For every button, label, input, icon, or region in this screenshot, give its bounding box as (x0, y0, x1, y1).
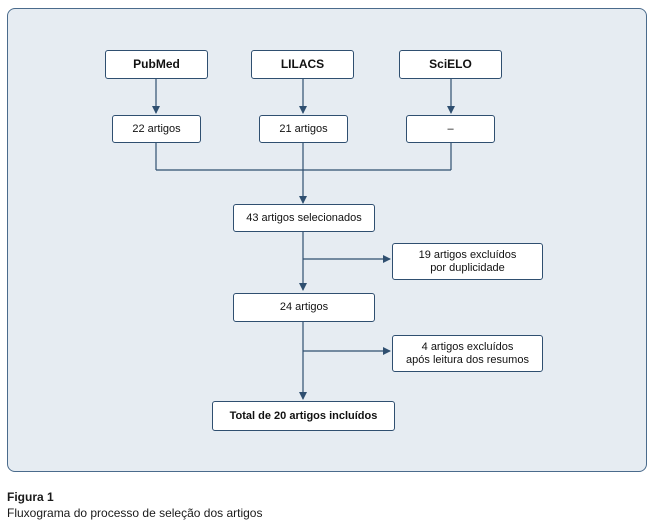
after-duplicates-box: 24 artigos (233, 293, 375, 322)
source-pubmed: PubMed (105, 50, 208, 79)
selected-box: 43 artigos selecionados (233, 204, 375, 232)
excluded-abstracts-line-1: 4 artigos excluídos (421, 340, 514, 353)
excluded-duplicates-line-1: 19 artigos excluídos (418, 248, 517, 261)
figure-description: Fluxograma do processo de seleção dos ar… (7, 506, 263, 520)
source-lilacs: LILACS (251, 50, 354, 79)
figure-caption: Figura 1 Fluxograma do processo de seleç… (7, 489, 262, 521)
excluded-duplicates-line-2: por duplicidade (430, 261, 505, 274)
count-pubmed: 22 artigos (112, 115, 201, 143)
excluded-abstracts-line-2: após leitura dos resumos (406, 353, 529, 366)
figure-label: Figura 1 (7, 490, 54, 504)
source-scielo: SciELO (399, 50, 502, 79)
excluded-duplicates-box: 19 artigos excluídos por duplicidade (392, 243, 543, 280)
excluded-abstracts-box: 4 artigos excluídos após leitura dos res… (392, 335, 543, 372)
count-lilacs: 21 artigos (259, 115, 348, 143)
count-scielo: – (406, 115, 495, 143)
diagram-panel (7, 8, 647, 472)
total-box: Total de 20 artigos incluídos (212, 401, 395, 431)
